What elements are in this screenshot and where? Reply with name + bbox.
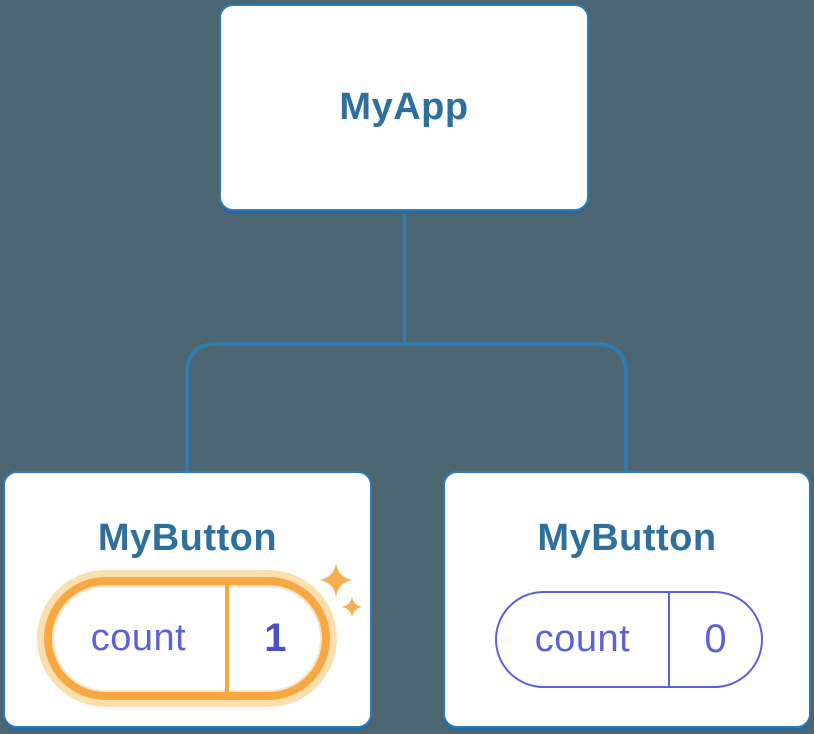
child-component-label-right: MyButton [537,517,717,559]
state-name-cell: count [52,585,229,692]
state-value-cell: 0 [670,593,761,686]
state-value-cell: 1 [229,585,322,692]
child-component-title-left: MyButton [3,517,372,560]
state-value-label: 1 [264,616,287,660]
sparkle-icon [319,563,363,618]
state-name-label: count [534,618,631,660]
state-name-label: count [90,617,187,659]
sparkle-large [319,563,353,597]
state-pill-unchanged: count 0 [495,591,763,688]
root-component-card: MyApp [219,4,589,211]
state-pill-updated: count 1 [44,577,330,700]
sparkle-small [341,596,363,618]
connector-bracket [185,342,628,472]
root-component-label: MyApp [339,86,469,128]
child-component-title-right: MyButton [443,517,811,560]
child-component-label-left: MyButton [97,517,278,559]
state-name-cell: count [497,593,670,686]
state-value-label: 0 [704,617,727,661]
